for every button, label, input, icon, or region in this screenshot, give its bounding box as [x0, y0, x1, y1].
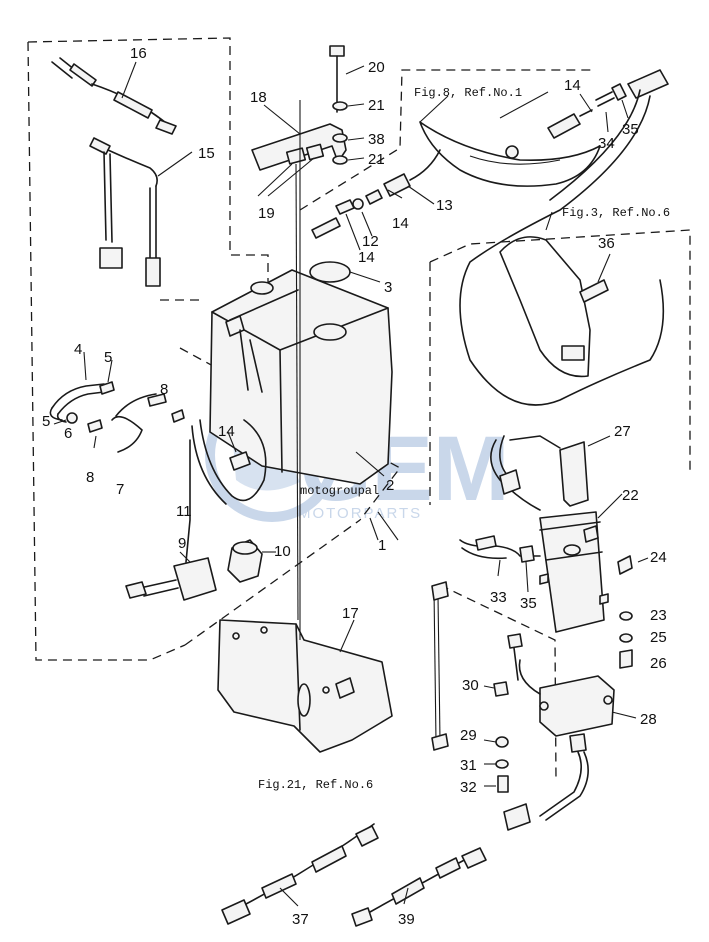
callout-32: 32 [460, 779, 477, 796]
watermark-stamp: motogroupal [300, 484, 379, 498]
part-27-plug-cap [490, 435, 611, 511]
callout-28: 28 [640, 711, 657, 728]
callout-10: 10 [274, 543, 291, 560]
callout-5b: 5 [42, 413, 50, 430]
callout-31: 31 [460, 757, 477, 774]
watermark-sub: MOTORPARTS [298, 505, 422, 522]
part-28-rectifier [503, 633, 637, 831]
callout-3: 3 [384, 279, 392, 296]
part-39-cable [351, 847, 487, 927]
part-20-bolt [329, 45, 365, 165]
ref-fig8: Fig.8, Ref.No.1 [414, 86, 522, 100]
part-37-cable [221, 823, 379, 925]
part-17-bracket [217, 619, 393, 753]
callout-22: 22 [622, 487, 639, 504]
part-33-tube [459, 535, 541, 593]
callout-8a: 8 [86, 469, 94, 486]
callout-11: 11 [176, 503, 192, 520]
callout-numbers: 16 15 18 19 20 21 38 21 13 14 12 14 14 3… [42, 45, 667, 928]
callout-21a: 21 [368, 97, 385, 114]
callout-12: 12 [362, 233, 379, 250]
callout-34: 34 [598, 135, 615, 152]
callout-7: 7 [116, 481, 124, 498]
part-34-35-top [547, 69, 669, 139]
part-22-housing [539, 493, 623, 633]
callout-25: 25 [650, 629, 667, 646]
callout-19: 19 [258, 205, 275, 222]
callout-36: 36 [598, 235, 615, 252]
callout-30: 30 [462, 677, 479, 694]
part-9-pump [125, 439, 217, 601]
callout-8b: 8 [160, 381, 168, 398]
callout-17: 17 [342, 605, 359, 622]
callout-24: 24 [650, 549, 667, 566]
callout-33: 33 [490, 589, 507, 606]
callout-18: 18 [250, 89, 267, 106]
callout-16: 16 [130, 45, 147, 62]
callout-27: 27 [614, 423, 631, 440]
parts-4-8-hoses [49, 351, 185, 453]
ref-fig3: Fig.3, Ref.No.6 [562, 206, 670, 220]
leader-lines [295, 100, 449, 751]
callout-5a: 5 [104, 349, 112, 366]
part-12-13-14-fittings [311, 149, 441, 251]
callout-21b: 21 [368, 151, 385, 168]
callout-38: 38 [368, 131, 385, 148]
fig3-outline [499, 211, 611, 378]
callout-15: 15 [198, 145, 215, 162]
callout-4: 4 [74, 341, 82, 358]
callout-26: 26 [650, 655, 667, 672]
part-10-filter [227, 539, 276, 583]
callout-14a: 14 [392, 215, 409, 232]
long-hose [459, 89, 665, 406]
part-15-wire-lead [89, 137, 193, 287]
callout-35a: 35 [622, 121, 639, 138]
reference-labels: Fig.8, Ref.No.1 Fig.3, Ref.No.6 Fig.21, … [258, 86, 670, 792]
parts-29-32-hardware [483, 681, 509, 793]
callout-14d: 14 [218, 423, 235, 440]
part-2-oil-tank [209, 261, 393, 485]
callout-14c: 14 [564, 77, 581, 94]
callout-13: 13 [436, 197, 453, 214]
callout-1: 1 [378, 537, 386, 554]
part-11-tube [191, 419, 267, 505]
callout-37: 37 [292, 911, 309, 928]
callout-6: 6 [64, 425, 72, 442]
callout-14b: 14 [358, 249, 375, 266]
callout-39: 39 [398, 911, 415, 928]
part-1-leader [369, 517, 379, 541]
callout-9: 9 [178, 535, 186, 552]
callout-29: 29 [460, 727, 477, 744]
ref-fig21: Fig.21, Ref.No.6 [258, 778, 373, 792]
fig8-outline [419, 91, 601, 187]
callout-35b: 35 [520, 595, 537, 612]
parts-23-26-fasteners [539, 555, 649, 669]
part-18-strap [251, 104, 347, 197]
part-16-cable [51, 57, 177, 135]
callout-20: 20 [368, 59, 385, 76]
callout-2: 2 [386, 477, 394, 494]
callout-23: 23 [650, 607, 667, 624]
